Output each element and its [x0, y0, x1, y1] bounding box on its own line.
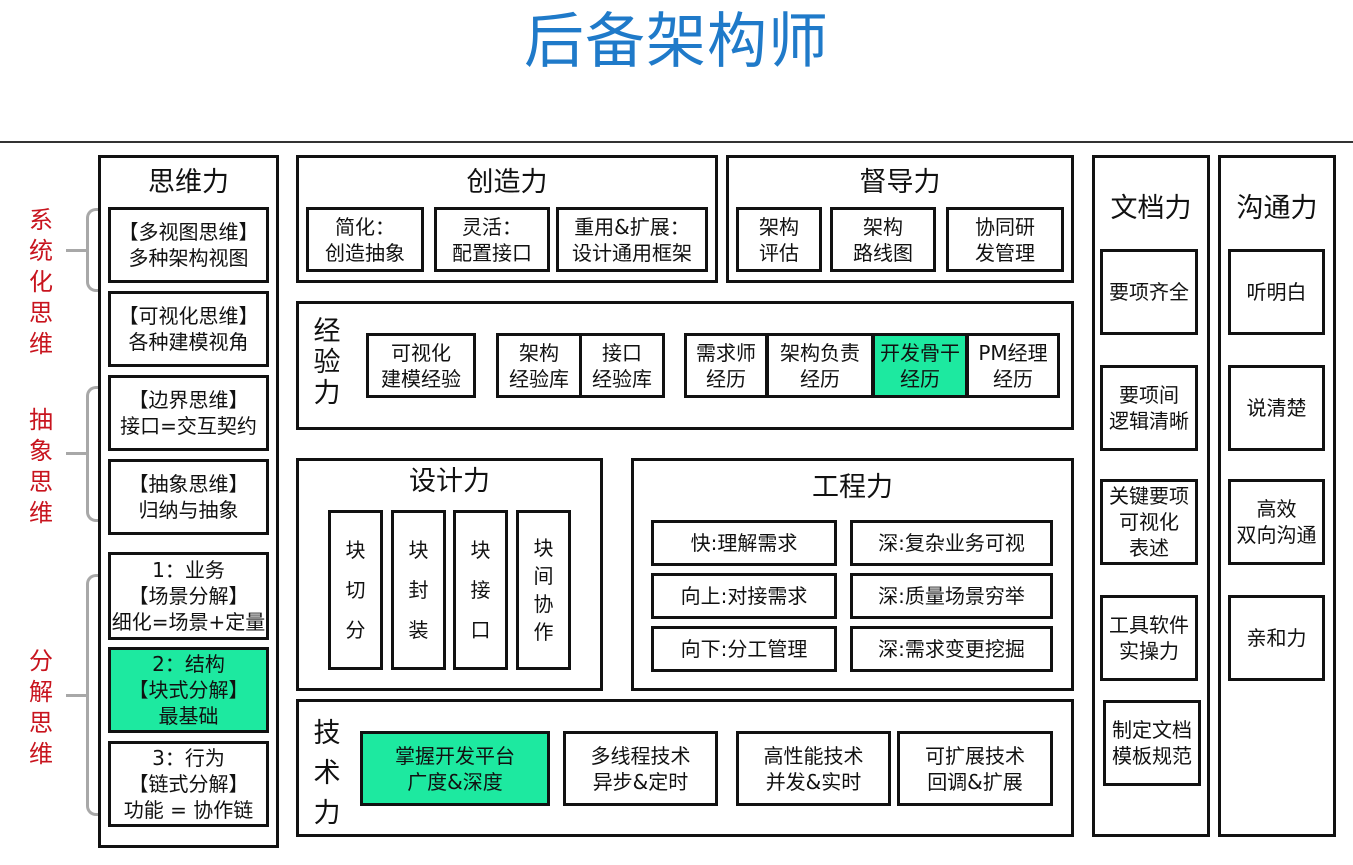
doc-template-standard: 制定文档 模板规范 [1103, 700, 1201, 786]
design-block-collaboration: 块 间 协 作 [516, 510, 571, 670]
brace-tick-abstract [66, 452, 88, 455]
experience-visual-modeling: 可视化 建模经验 [366, 333, 476, 398]
panel-title-technology: 技 术 力 [313, 718, 341, 829]
panel-title-design: 设计力 [409, 466, 490, 497]
side-label-systematic: 系 统 化 思 维 [29, 206, 53, 358]
comm-two-way: 高效 双向沟通 [1228, 479, 1325, 565]
comm-speak: 说清楚 [1228, 365, 1325, 451]
technology-dev-platform: 掌握开发平台 广度&深度 [360, 731, 550, 806]
side-label-abstract: 抽 象 思 维 [29, 406, 53, 527]
design-block-interface: 块 接 口 [453, 510, 508, 670]
doc-items-complete: 要项齐全 [1100, 249, 1198, 335]
engineering-deep-change: 深:需求变更挖掘 [850, 626, 1053, 672]
title-divider [0, 141, 1353, 143]
engineering-deep-visualize: 深:复杂业务可视 [850, 520, 1053, 566]
technology-high-performance: 高性能技术 并发&实时 [736, 731, 891, 806]
panel-title-supervision: 督导力 [859, 167, 941, 198]
comm-affinity: 亲和力 [1228, 595, 1325, 681]
panel-title-documentation: 文档力 [1110, 193, 1192, 224]
thinking-scenario-decomposition: 1：业务 【场景分解】 细化=场景+定量 [108, 552, 269, 640]
doc-key-visualization: 关键要项 可视化 表述 [1100, 479, 1198, 565]
thinking-abstraction: 【抽象思维】 归纳与抽象 [108, 459, 269, 535]
supervision-roadmap: 架构 路线图 [830, 207, 936, 272]
experience-architecture-library: 架构 经验库 [496, 333, 582, 398]
experience-requirements-analyst: 需求师 经历 [684, 333, 768, 398]
technology-extensibility: 可扩展技术 回调&扩展 [897, 731, 1053, 806]
thinking-block-decomposition: 2：结构 【块式分解】 最基础 [108, 647, 269, 733]
panel-title-communication: 沟通力 [1236, 193, 1318, 224]
panel-title-experience: 经 验 力 [313, 316, 341, 409]
page-title: 后备架构师 [524, 7, 829, 77]
panel-title-thinking: 思维力 [148, 167, 229, 198]
experience-interface-library: 接口 经验库 [579, 333, 665, 398]
creativity-flexible: 灵活： 配置接口 [434, 207, 550, 272]
design-block-split: 块 切 分 [328, 510, 383, 670]
supervision-evaluation: 架构 评估 [736, 207, 822, 272]
thinking-multi-view: 【多视图思维】 多种架构视图 [108, 207, 269, 283]
doc-logic-clear: 要项间 逻辑清晰 [1100, 365, 1198, 451]
engineering-deep-quality: 深:质量场景穷举 [850, 573, 1053, 619]
engineering-fast-understand: 快:理解需求 [651, 520, 837, 566]
creativity-simplify: 简化： 创造抽象 [306, 207, 424, 272]
experience-architecture-lead: 架构负责 经历 [766, 333, 874, 398]
comm-listen: 听明白 [1228, 249, 1325, 335]
engineering-upward-requirements: 向上:对接需求 [651, 573, 837, 619]
experience-dev-backbone: 开发骨干 经历 [872, 333, 968, 398]
thinking-boundary: 【边界思维】 接口=交互契约 [108, 375, 269, 451]
side-label-decompose: 分 解 思 维 [29, 647, 53, 768]
brace-tick-systematic [66, 249, 88, 252]
design-block-encapsulate: 块 封 装 [391, 510, 446, 670]
thinking-visualization: 【可视化思维】 各种建模视角 [108, 291, 269, 367]
thinking-chain-decomposition: 3：行为 【链式分解】 功能 = 协作链 [108, 741, 269, 827]
doc-tool-proficiency: 工具软件 实操力 [1100, 595, 1198, 681]
experience-pm-manager: PM经理 经历 [966, 333, 1060, 398]
engineering-downward-management: 向下:分工管理 [651, 626, 837, 672]
technology-multithreading: 多线程技术 异步&定时 [563, 731, 718, 806]
panel-title-engineering: 工程力 [812, 472, 893, 503]
panel-title-creativity: 创造力 [466, 167, 548, 198]
supervision-collab-management: 协同研 发管理 [946, 207, 1064, 272]
creativity-reuse-extend: 重用&扩展： 设计通用框架 [556, 207, 708, 272]
brace-tick-decompose [66, 694, 88, 697]
